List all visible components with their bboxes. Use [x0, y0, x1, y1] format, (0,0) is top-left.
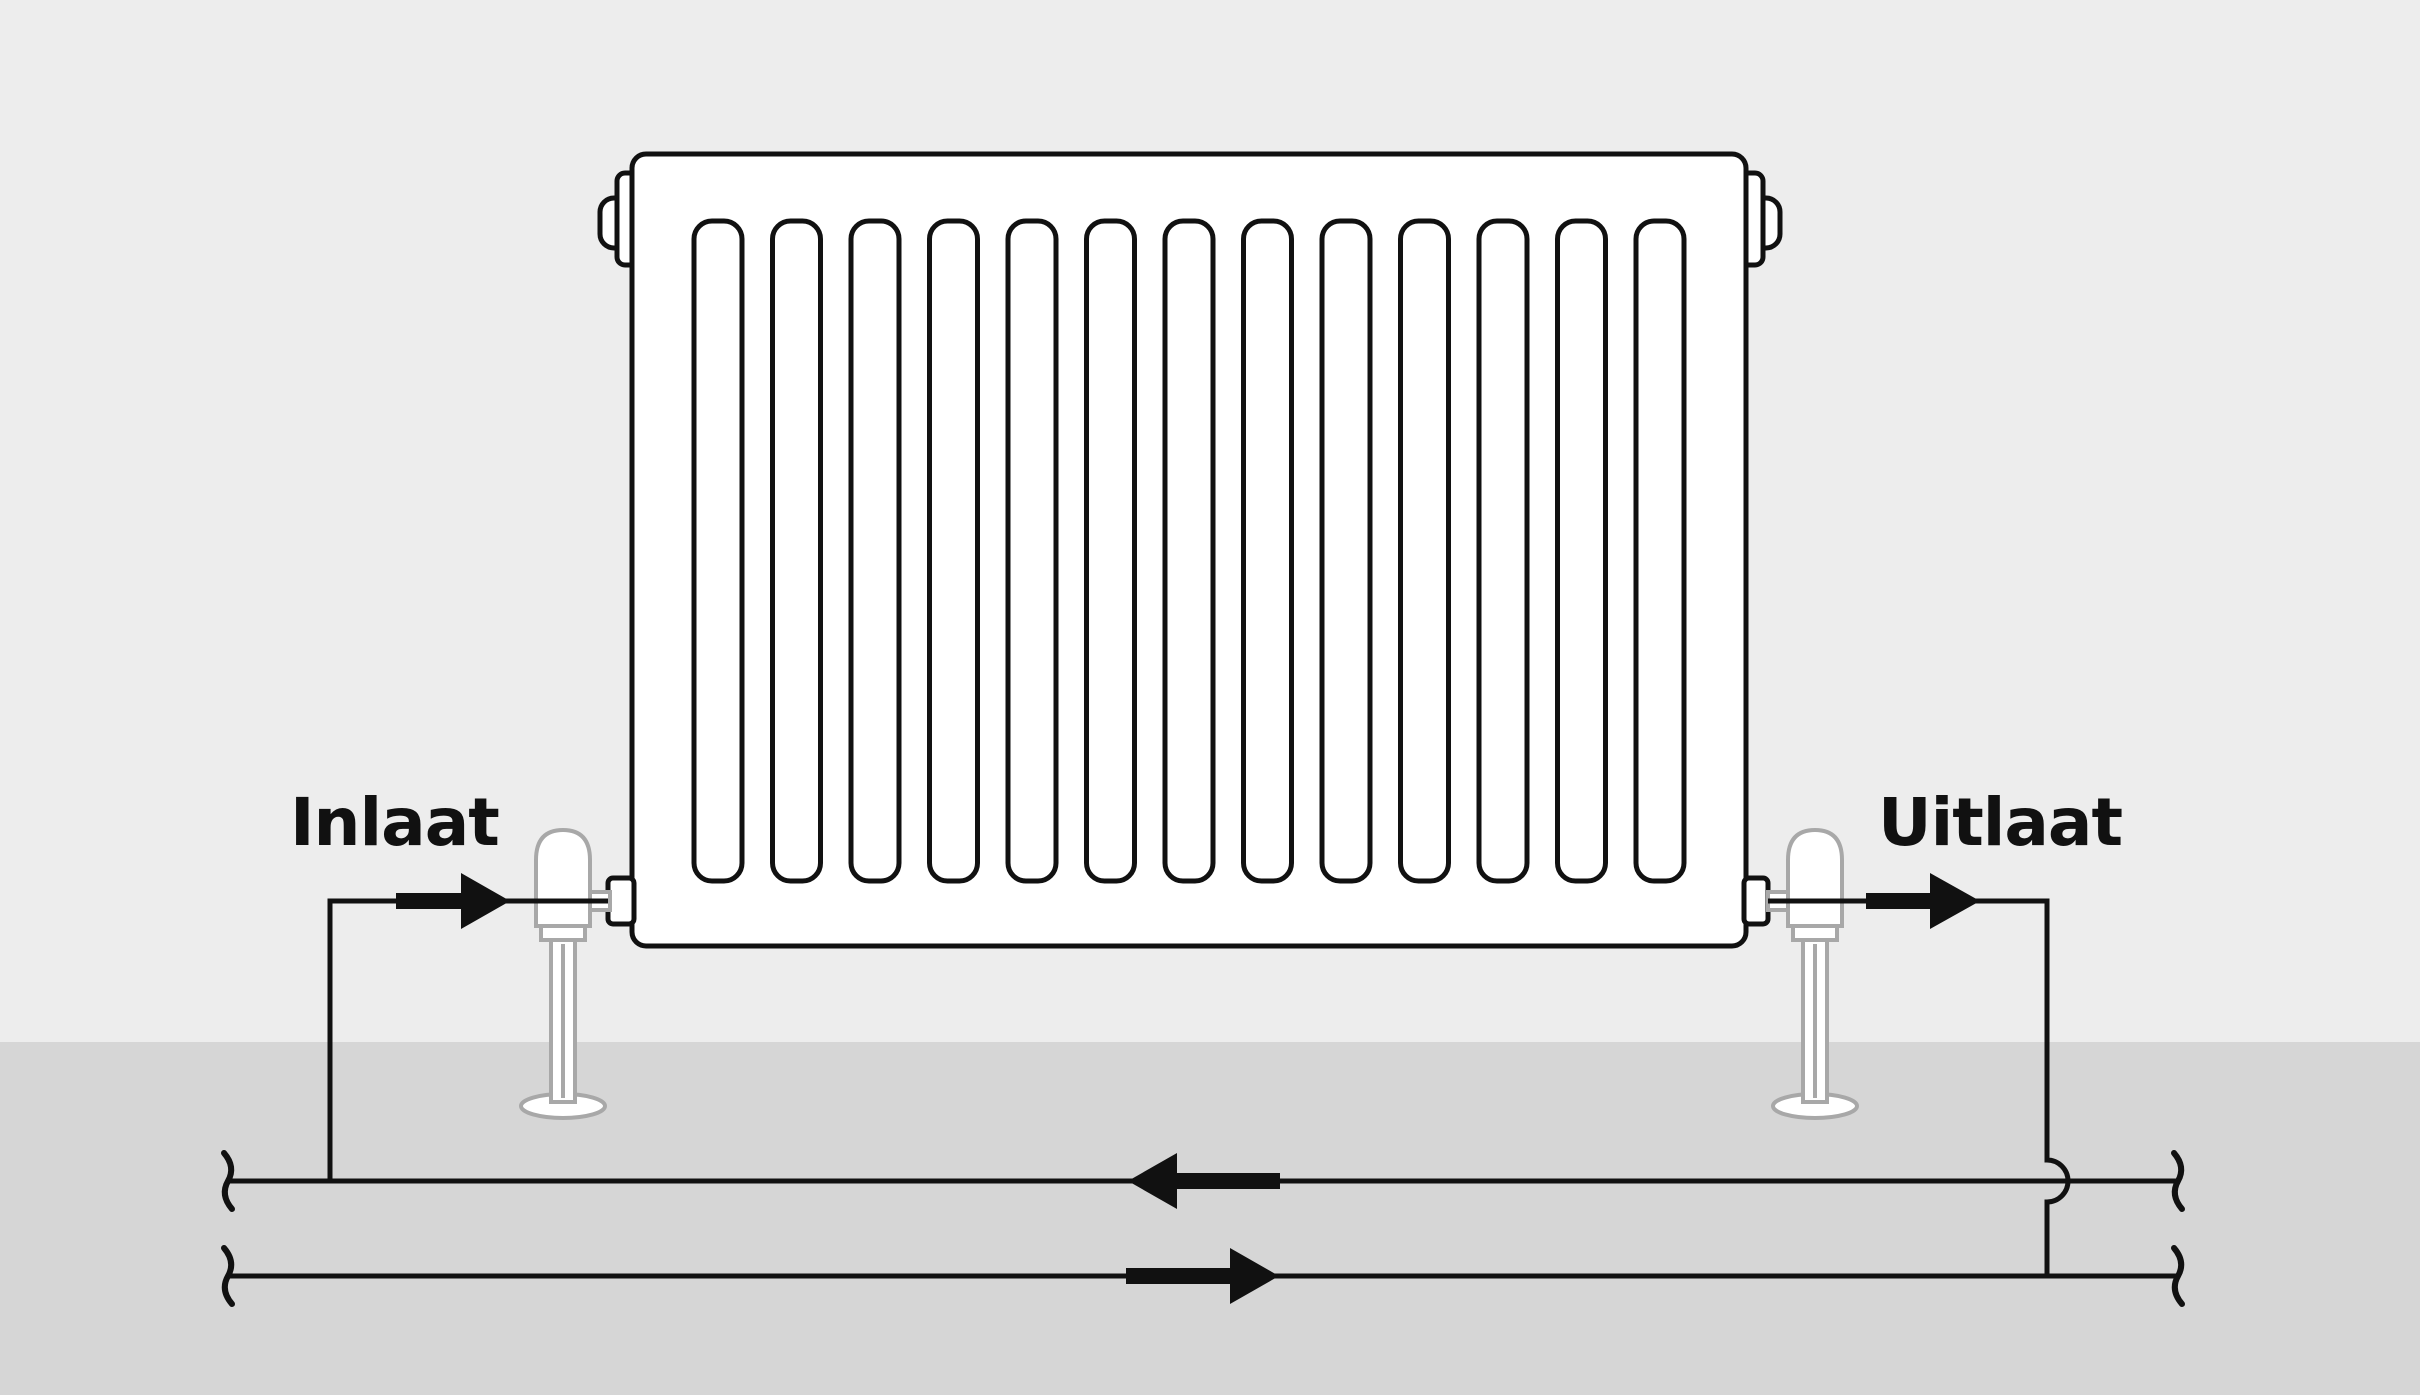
pipe-break-right-bottom	[2171, 1245, 2185, 1307]
radiator-fin	[1319, 218, 1373, 884]
pipe-break-left-bottom	[221, 1245, 235, 1307]
radiator-fin	[1162, 218, 1216, 884]
outlet-flow-arrow	[1866, 873, 1980, 929]
radiator-fin	[1241, 218, 1294, 884]
pipe-break-right-top	[2171, 1150, 2185, 1212]
radiator-fin	[1005, 218, 1059, 884]
radiator-fin	[1633, 218, 1687, 884]
pipe-break-left-top	[221, 1150, 235, 1212]
radiator-fin	[1555, 218, 1608, 884]
radiator-fin	[770, 218, 823, 884]
return-flow-arrow	[1128, 1153, 1280, 1209]
radiator-fins	[691, 218, 1687, 884]
radiator-fin	[1084, 218, 1137, 884]
inlet-flow-arrow	[396, 873, 510, 929]
floor-area	[0, 1042, 2420, 1395]
radiator-fin	[927, 218, 980, 884]
radiator-fin	[1476, 218, 1530, 884]
outlet-label: Uitlaat	[1878, 784, 2123, 861]
radiator-fin	[848, 218, 902, 884]
inlet-label: Inlaat	[290, 784, 500, 861]
radiator-fin	[1398, 218, 1451, 884]
radiator-fin	[691, 218, 745, 884]
inlet-pipe	[327, 898, 608, 1181]
outlet-connection-stub	[1741, 875, 1771, 927]
supply-flow-arrow	[1126, 1248, 1279, 1304]
